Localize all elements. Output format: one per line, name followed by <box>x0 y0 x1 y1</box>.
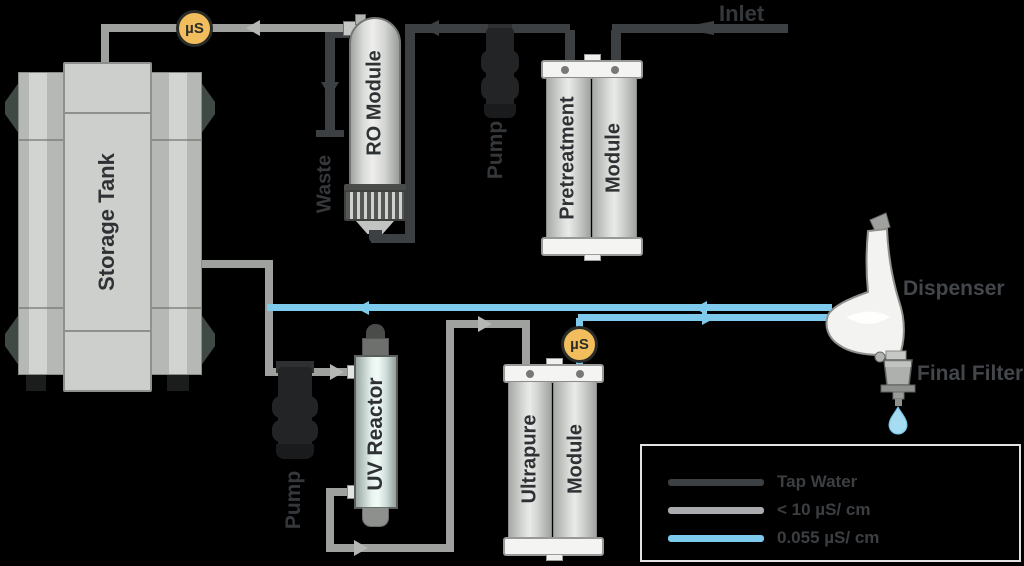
supply-flow-arrow-right <box>702 311 715 325</box>
loop-riser <box>446 320 454 552</box>
pretreatment-screw-right <box>611 66 619 74</box>
legend-swatch-low-conductivity <box>668 506 764 514</box>
pretreatment-cylinder-left <box>546 77 591 239</box>
filter-side-knob <box>874 351 886 363</box>
dispenser-body <box>825 228 905 358</box>
legend-label-low-conductivity: < 10 µS/ cm <box>777 500 871 519</box>
waste-label: Waste <box>313 154 336 214</box>
loop-top-flow-arrow-right <box>478 316 492 332</box>
filter-neck <box>885 350 907 361</box>
ultrapure-label-line2: Module <box>564 424 587 494</box>
inlet-flow-arrow-left <box>678 21 714 35</box>
dispenser-label: Dispenser <box>903 277 1005 300</box>
legend-row-ultrapure: 0.055 µS/ cm <box>668 528 879 548</box>
waste-pipe-stub <box>327 28 349 38</box>
tank-front-panel <box>63 62 152 392</box>
waste-pipe-end-bar <box>316 130 344 137</box>
sensor2-riser-blue <box>576 318 583 330</box>
waste-pipe-vertical <box>325 28 335 134</box>
feed-pump-base <box>484 104 516 118</box>
pretreatment-label-line1: Pretreatment <box>556 96 579 220</box>
pretreatment-inlet-riser <box>611 30 621 64</box>
feed-pump-bulge-1 <box>481 50 519 74</box>
uv-label: UV Reactor <box>364 377 387 491</box>
permeate-flow-arrow-left <box>246 20 260 36</box>
ro-collar-lip <box>344 184 406 192</box>
ro-label: RO Module <box>363 50 386 156</box>
ultrapure-cylinder-left <box>508 381 552 539</box>
pretreatment-screw-left <box>561 66 569 74</box>
ultrapure-inlet-drop <box>522 320 530 368</box>
ro-nozzle <box>369 230 382 242</box>
ultrapure-screw-left <box>526 370 534 378</box>
conductivity-sensor-2: µS <box>561 326 598 363</box>
tank-pump-vertical <box>265 260 273 376</box>
ro-feed-bottom-pipe <box>371 234 415 243</box>
feed-pump-bulge-2 <box>481 76 519 100</box>
tank-label: Storage Tank <box>94 153 119 291</box>
legend-label-ultrapure: 0.055 µS/ cm <box>777 528 880 547</box>
legend-row-tap-water: Tap Water <box>668 472 857 492</box>
tank-outlet-pipe <box>199 260 273 268</box>
tank-foot-right <box>167 375 189 391</box>
recirc-pump-bulge-1 <box>272 396 318 418</box>
pretreatment-bottom-tab <box>584 254 601 261</box>
pump-uv-flow-arrow-right <box>330 364 344 380</box>
uv-bottom-cap <box>362 507 389 527</box>
ro-cone <box>356 221 394 234</box>
uv-loop-down <box>326 488 334 552</box>
feed-riser <box>405 24 415 243</box>
ultrapure-label-line1: Ultrapure <box>518 414 541 504</box>
final-filter-band <box>885 362 911 367</box>
legend-swatch-ultrapure <box>668 534 764 542</box>
tank-top-riser <box>101 30 109 62</box>
loop-flow-arrow-right <box>354 540 368 556</box>
legend-label-tap-water: Tap Water <box>777 472 858 491</box>
final-filter-nozzle <box>892 391 905 400</box>
ultrapure-bottom-tab <box>546 554 563 561</box>
legend-swatch-tap-water <box>668 478 764 486</box>
return-pipe-blue <box>267 304 832 311</box>
water-drop <box>888 405 908 435</box>
ultrapure-screw-right <box>576 370 584 378</box>
tank-panel-seam-bottom <box>65 330 150 332</box>
waste-flow-arrow-down <box>321 82 339 97</box>
final-filter-tip <box>895 399 902 406</box>
dispenser-graphic <box>825 212 916 435</box>
tank-panel-seam-top <box>65 112 150 114</box>
ro-ribbed-collar <box>344 190 406 221</box>
return-flow-arrow-left-1 <box>356 301 369 315</box>
legend: Tap Water < 10 µS/ cm 0.055 µS/ cm <box>640 444 1021 562</box>
legend-row-low-conductivity: < 10 µS/ cm <box>668 500 870 520</box>
final-filter-label: Final Filter <box>917 362 1024 385</box>
permeate-pipe-horizontal <box>101 24 351 32</box>
uv-outlet-pipe <box>326 488 356 496</box>
final-filter-flange <box>880 384 916 393</box>
pretreatment-label-line2: Module <box>602 123 625 193</box>
loop-bottom-pipe <box>326 544 454 552</box>
recirc-pump-label: Pump <box>282 470 305 530</box>
dispenser-handle-tab <box>869 212 891 234</box>
inlet-label: Inlet <box>719 1 765 26</box>
sensor2-module-stub-blue <box>576 358 583 368</box>
dispenser-sheen <box>846 311 890 324</box>
pretreatment-outlet-riser <box>565 30 575 64</box>
tank-end-caps <box>5 78 215 370</box>
conductivity-sensor-1: µS <box>176 10 213 47</box>
feed-pump-label: Pump <box>484 120 507 180</box>
uv-bulb <box>366 324 385 341</box>
tank-foot-left <box>26 375 46 391</box>
recirc-pump-bulge-2 <box>272 420 318 442</box>
feed-flow-arrow-left <box>423 20 439 36</box>
ro-cylinder <box>349 17 401 189</box>
recirc-pump-base <box>276 444 314 459</box>
uv-cylinder <box>354 355 398 509</box>
ultrapure-cylinder-right <box>553 381 597 539</box>
